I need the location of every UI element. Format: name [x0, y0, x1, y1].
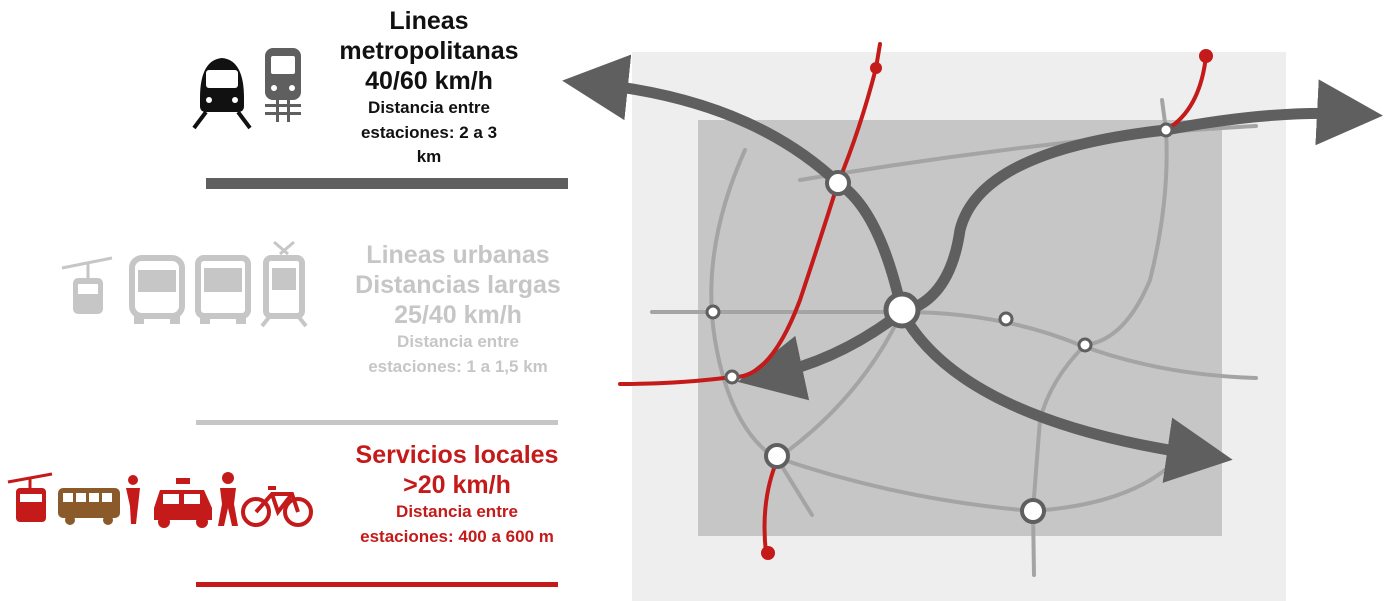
- urban-area: [698, 120, 1222, 536]
- local-terminal: [870, 62, 882, 74]
- urban-line: [709, 148, 814, 517]
- metro-line-southeast: [897, 309, 1233, 483]
- metro-line-east: [900, 79, 1383, 318]
- cable-car-icon: [7, 472, 53, 522]
- metro-distance-line2: estaciones: 2 a 3: [360, 122, 498, 142]
- minor-station: [724, 369, 740, 385]
- urban-speed: 25/40 km/h: [394, 301, 522, 329]
- urban-title-line2: Distancias largas: [355, 271, 561, 299]
- tram-front-icon: [260, 240, 308, 328]
- bicycle-icon: [241, 486, 313, 527]
- cable-car-icon: [61, 256, 113, 314]
- metro-line-southwest: [737, 307, 906, 401]
- minor-station: [1158, 122, 1174, 138]
- metro-front-icon: [192, 58, 252, 130]
- local-terminal: [1199, 49, 1213, 63]
- local-title: Servicios locales: [355, 441, 559, 469]
- taxi-icon: [154, 478, 212, 528]
- local-speed: >20 km/h: [403, 471, 511, 499]
- metro-distance-line3: km: [416, 147, 442, 167]
- metro-lines: [562, 54, 1383, 483]
- train-front-icon: [265, 48, 301, 122]
- major-station: [1020, 498, 1046, 524]
- pedestrian-icon: [218, 472, 238, 526]
- urban-title-line1: Lineas urbanas: [366, 241, 550, 269]
- local-icons: [6, 468, 318, 532]
- local-line: [1164, 54, 1208, 132]
- major-station: [825, 170, 851, 196]
- metro-line-west: [562, 54, 908, 314]
- local-distance-line2: estaciones: 400 a 600 m: [360, 526, 554, 546]
- urban-distance-line1: Distancia entre: [397, 332, 519, 351]
- minor-station: [705, 304, 721, 320]
- metro-title-line1: Lineas: [389, 7, 469, 35]
- local-distance-line1: Distancia entre: [396, 502, 518, 521]
- urban-legend: Lineas urbanas Distancias largas 25/40 k…: [330, 240, 586, 379]
- stations: [705, 122, 1174, 524]
- major-station: [764, 443, 790, 469]
- urban-distance-line2: estaciones: 1 a 1,5 km: [368, 356, 548, 376]
- local-line-sample: [196, 582, 558, 587]
- metro-legend: Lineas metropolitanas 40/60 km/h Distanc…: [318, 6, 540, 170]
- central-station: [883, 291, 921, 329]
- urban-icons: [60, 238, 320, 328]
- urban-line: [776, 456, 1167, 514]
- minor-station: [998, 311, 1014, 327]
- local-legend: Servicios locales >20 km/h Distancia ent…: [322, 440, 592, 549]
- metro-distance-line1: Distancia entre: [368, 98, 490, 117]
- local-terminal: [761, 546, 775, 560]
- bus-front-icon: [129, 255, 185, 324]
- metro-title-line2: metropolitanas: [339, 37, 519, 65]
- urban-line-sample: [196, 420, 558, 425]
- bus-front-icon: [195, 255, 251, 324]
- minibus-icon: [58, 488, 120, 525]
- urban-line: [776, 310, 904, 460]
- person-icon: [126, 475, 140, 524]
- metro-icons: [192, 40, 312, 132]
- metro-line-sample: [206, 178, 568, 189]
- urban-line: [1030, 98, 1169, 577]
- urban-lines: [650, 98, 1258, 577]
- minor-station: [1077, 337, 1093, 353]
- local-line: [618, 42, 882, 386]
- metro-speed: 40/60 km/h: [365, 67, 493, 95]
